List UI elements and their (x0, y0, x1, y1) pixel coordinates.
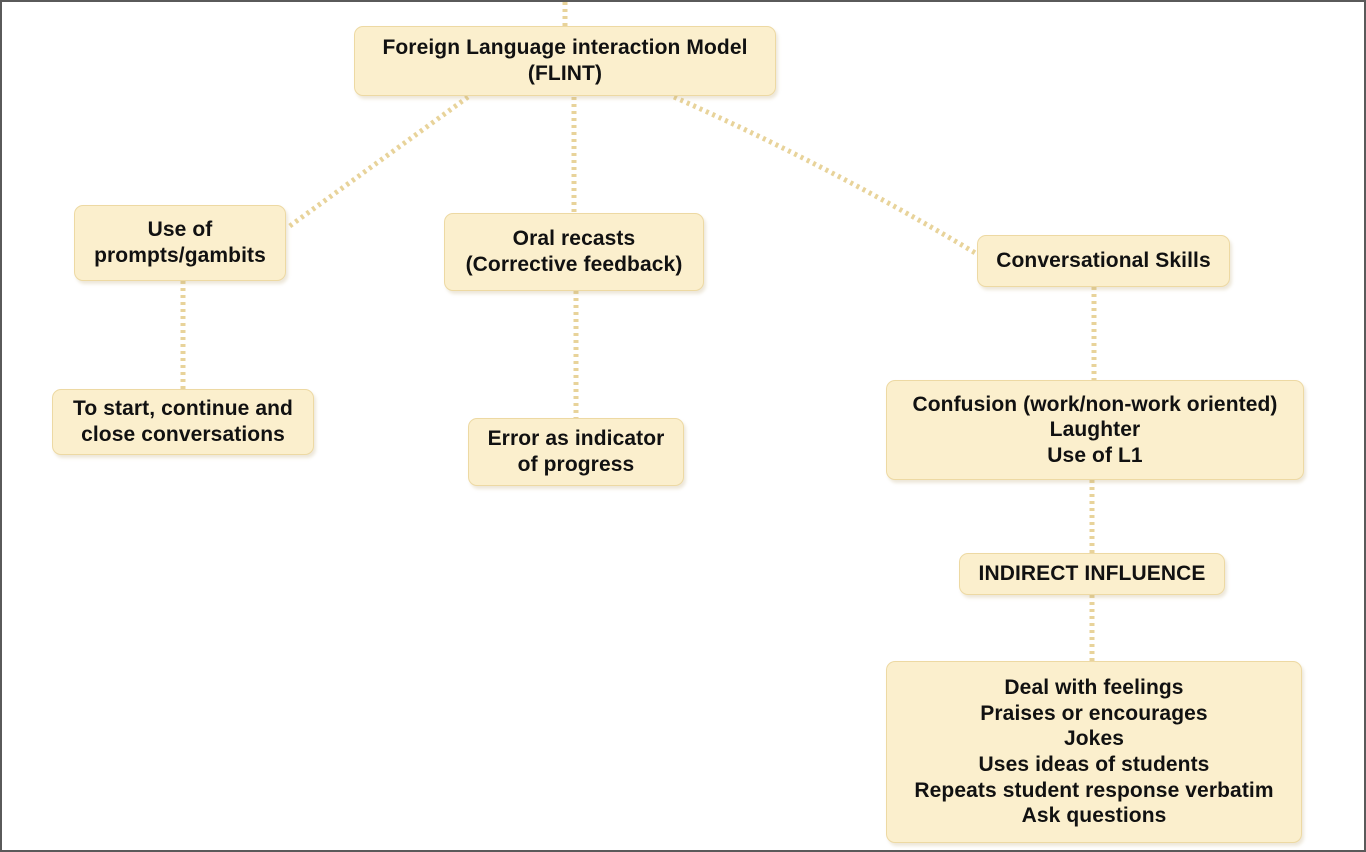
node-flint-root[interactable]: Foreign Language interaction Model (FLIN… (354, 26, 776, 96)
node-confusion-laughter-use-of-l1[interactable]: Confusion (work/non-work oriented) Laugh… (886, 380, 1304, 480)
node-start-continue-close-conversations[interactable]: To start, continue and close conversatio… (52, 389, 314, 455)
node-use-of-prompts-gambits[interactable]: Use of prompts/gambits (74, 205, 286, 281)
node-indirect-influence-behaviours[interactable]: Deal with feelings Praises or encourages… (886, 661, 1302, 843)
node-conversational-skills[interactable]: Conversational Skills (977, 235, 1230, 287)
edge-root-to-prompts (285, 94, 470, 231)
node-error-as-indicator-of-progress[interactable]: Error as indicator of progress (468, 418, 684, 486)
edge-root-to-conversational-skills (672, 94, 979, 257)
node-indirect-influence[interactable]: INDIRECT INFLUENCE (959, 553, 1225, 595)
node-oral-recasts[interactable]: Oral recasts (Corrective feedback) (444, 213, 704, 291)
